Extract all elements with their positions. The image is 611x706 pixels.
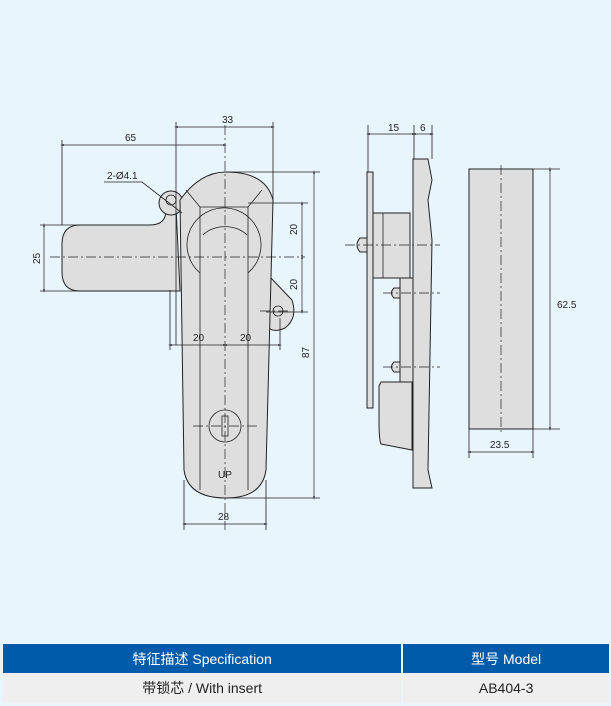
- dim-25: 25: [32, 252, 43, 264]
- spec-table: 特征描述 Specification 型号 Model 带锁芯 / With i…: [3, 644, 611, 703]
- table-row: 带锁芯 / With insert AB404-3: [3, 673, 611, 703]
- dim-23-5: 23.5: [490, 440, 510, 451]
- handle-body: [179, 171, 274, 499]
- dim-15: 15: [388, 123, 400, 134]
- hole-callout: 2-Ø4.1: [107, 171, 138, 182]
- dim-28: 28: [218, 512, 230, 523]
- dim-20-left: 20: [193, 333, 205, 344]
- cell-specification: 带锁芯 / With insert: [3, 673, 404, 703]
- dim-65: 65: [125, 133, 137, 144]
- dim-20-upper: 20: [289, 223, 300, 235]
- dim-20-lower: 20: [289, 278, 300, 290]
- cell-model: AB404-3: [402, 673, 611, 703]
- cutout-view: 62.5 23.5: [466, 165, 577, 458]
- left-wing: [61, 205, 181, 292]
- front-view: UP 65 33 87 20 20 25 20 20 28 2-Ø4.1: [32, 115, 320, 530]
- header-specification: 特征描述 Specification: [3, 644, 404, 673]
- dim-6: 6: [420, 123, 426, 134]
- dim-33: 33: [222, 115, 234, 126]
- table-header: 特征描述 Specification 型号 Model: [3, 644, 611, 673]
- side-view: 15 6: [345, 123, 440, 489]
- dim-20-right: 20: [240, 333, 252, 344]
- dim-87: 87: [301, 346, 312, 358]
- dim-62-5: 62.5: [557, 300, 577, 311]
- technical-drawing: UP 65 33 87 20 20 25 20 20 28 2-Ø4.1: [32, 115, 577, 530]
- header-model: 型号 Model: [402, 644, 611, 673]
